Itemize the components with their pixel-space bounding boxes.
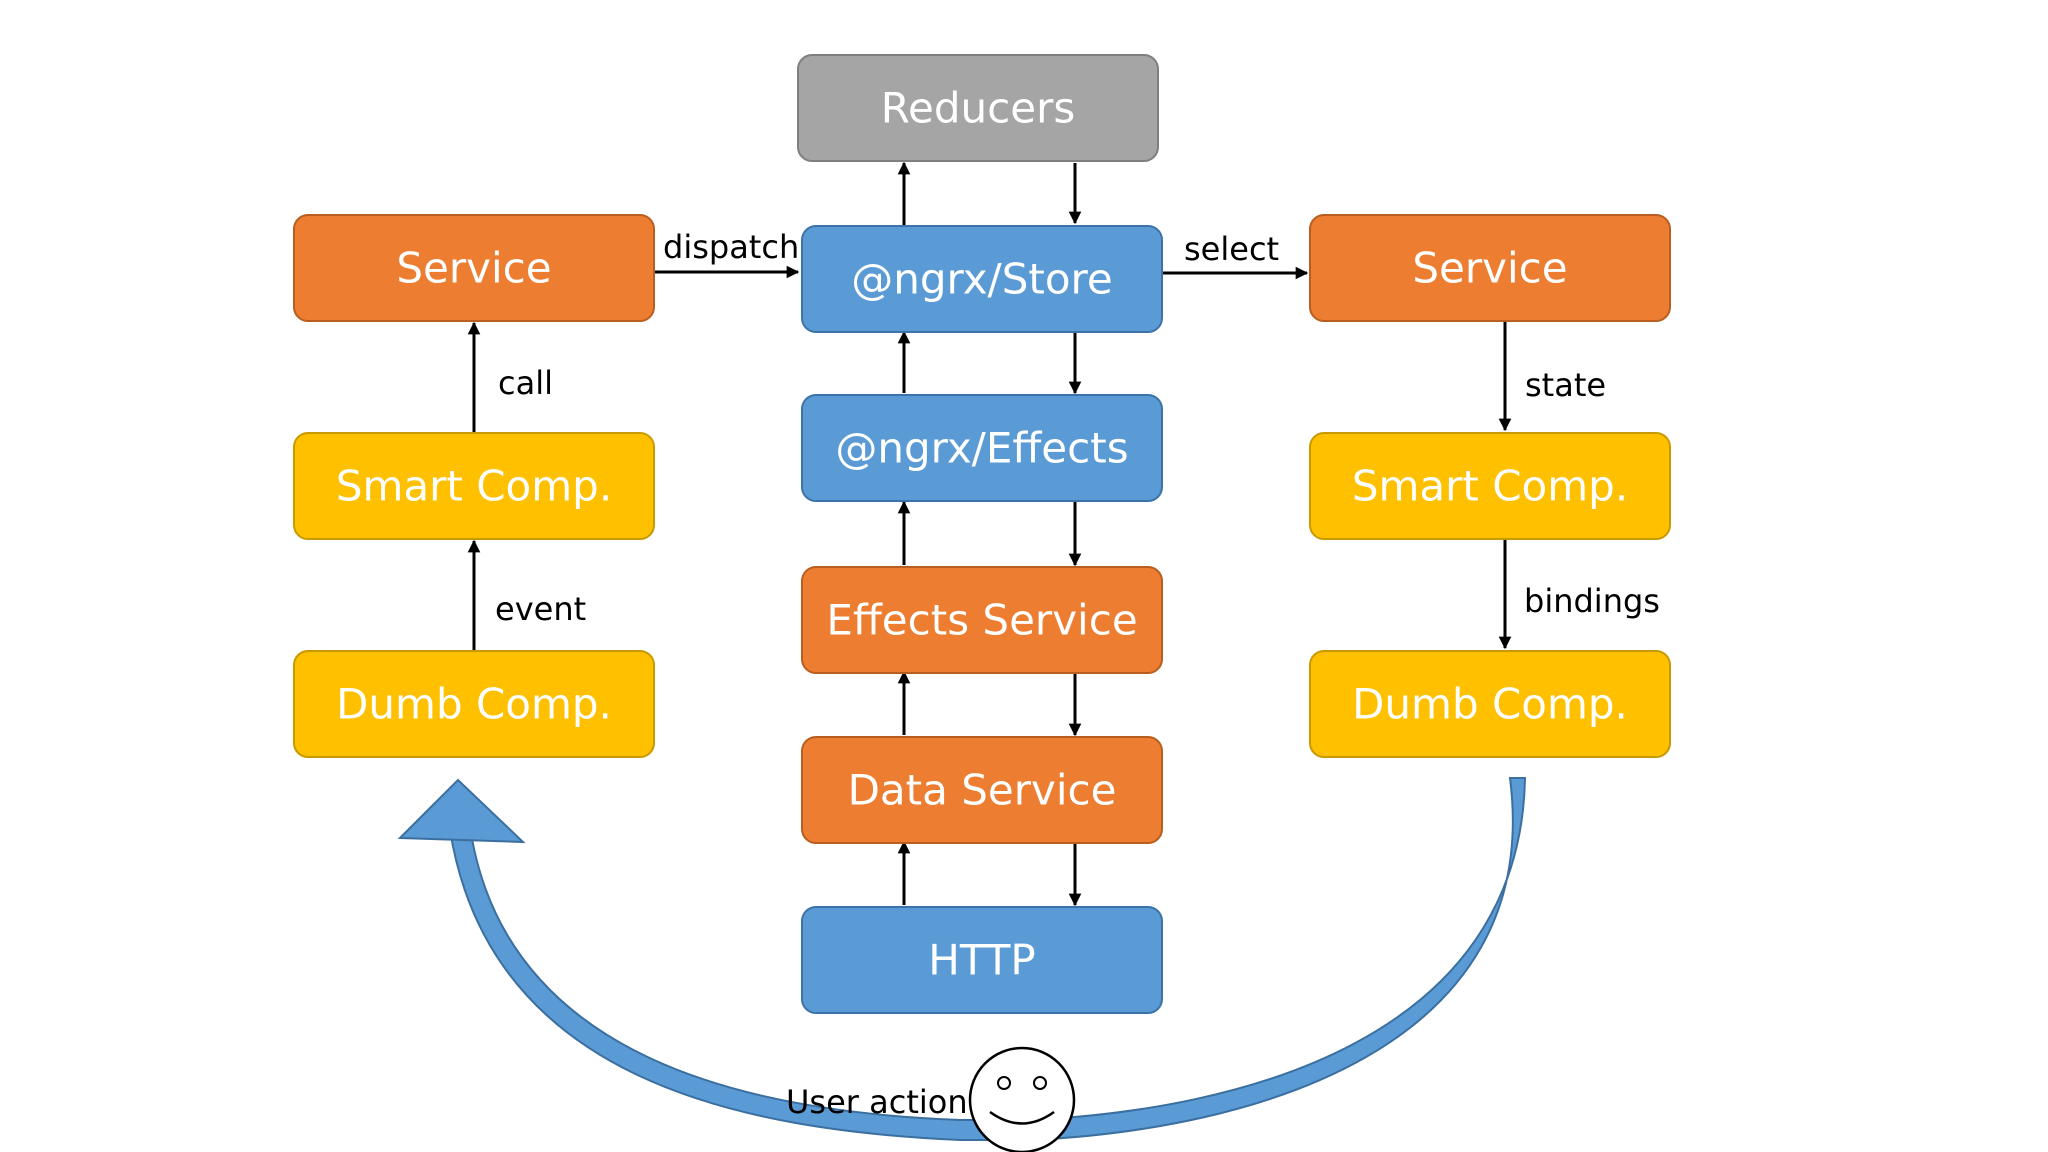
node-effects-service: Effects Service [801,566,1163,674]
node-left-smart-comp-label: Smart Comp. [336,462,612,511]
user-action-curve [397,777,1527,1141]
edge-label-dispatch: dispatch [663,228,799,266]
node-right-service-label: Service [1412,244,1567,293]
edges [467,161,1512,907]
edge-label-user-action: User action [786,1083,968,1121]
node-effects-service-label: Effects Service [826,596,1137,645]
node-left-smart-comp: Smart Comp. [293,432,655,540]
node-left-service-label: Service [396,244,551,293]
node-reducers-label: Reducers [881,84,1076,133]
node-right-dumb-comp-label: Dumb Comp. [1352,680,1628,729]
node-reducers: Reducers [797,54,1159,162]
node-effects: @ngrx/Effects [801,394,1163,502]
user-action-arrowhead [397,778,526,844]
node-left-dumb-comp-label: Dumb Comp. [336,680,612,729]
edge-label-call: call [498,364,553,402]
node-store-label: @ngrx/Store [851,255,1112,304]
node-store: @ngrx/Store [801,225,1163,333]
node-data-service-label: Data Service [848,766,1117,815]
edge-label-select: select [1184,230,1279,268]
edge-label-bindings: bindings [1524,582,1660,620]
edge-label-event: event [495,590,586,628]
node-left-dumb-comp: Dumb Comp. [293,650,655,758]
node-data-service: Data Service [801,736,1163,844]
node-http: HTTP [801,906,1163,1014]
node-http-label: HTTP [928,936,1035,985]
node-right-service: Service [1309,214,1671,322]
edge-label-state: state [1525,366,1606,404]
node-right-smart-comp-label: Smart Comp. [1352,462,1628,511]
node-right-dumb-comp: Dumb Comp. [1309,650,1671,758]
smiley-face-icon [968,1046,1076,1152]
node-effects-label: @ngrx/Effects [835,424,1128,473]
node-left-service: Service [293,214,655,322]
node-right-smart-comp: Smart Comp. [1309,432,1671,540]
